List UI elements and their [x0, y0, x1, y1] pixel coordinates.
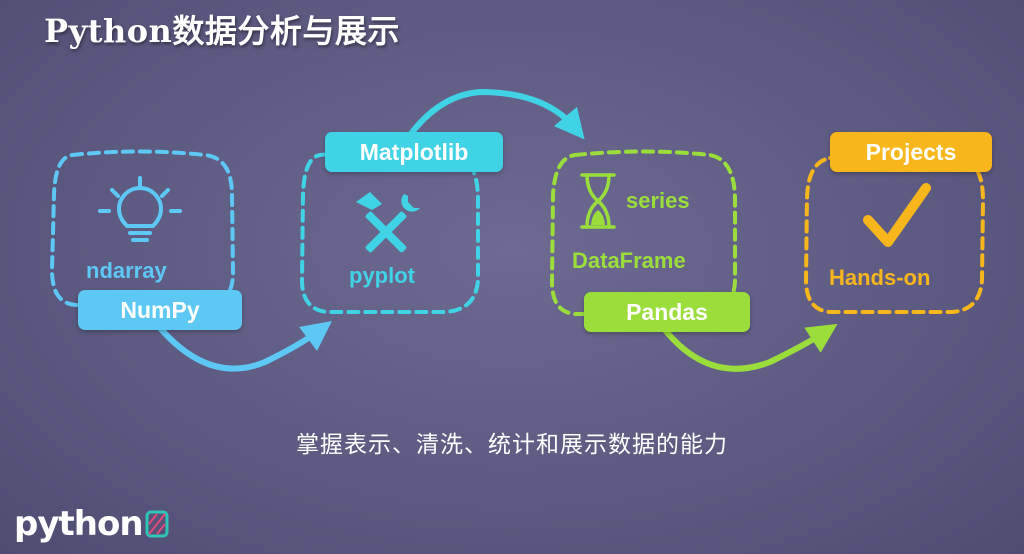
python-logo-text: python — [14, 504, 144, 544]
projects-tab: Projects — [830, 132, 992, 172]
slide-title: Python数据分析与展示 — [44, 12, 400, 50]
numpy-box — [49, 149, 236, 307]
arrow-matplotlib-to-pandas — [407, 88, 585, 140]
numpy-inner-label: ndarray — [86, 258, 167, 283]
pandas-series-label: series — [626, 188, 690, 213]
python-logo-icon — [145, 506, 171, 542]
pandas-dataframe-label: DataFrame — [572, 248, 686, 273]
pandas-tab: Pandas — [584, 292, 750, 332]
projects-inner-label: Hands-on — [829, 265, 931, 290]
slide-subtitle: 掌握表示、清洗、统计和展示数据的能力 — [296, 432, 728, 458]
arrow-numpy-to-matplotlib — [157, 321, 333, 372]
numpy-tab: NumPy — [78, 290, 242, 330]
hammer-wrench-icon — [352, 192, 424, 254]
arrow-pandas-to-projects — [662, 323, 838, 372]
checkmark-icon — [862, 180, 932, 252]
matplotlib-tab: Matplotlib — [325, 132, 503, 172]
python-logo: python — [14, 502, 171, 546]
hourglass-icon — [580, 172, 616, 230]
lightbulb-icon — [95, 176, 185, 246]
matplotlib-inner-label: pyplot — [349, 263, 415, 288]
